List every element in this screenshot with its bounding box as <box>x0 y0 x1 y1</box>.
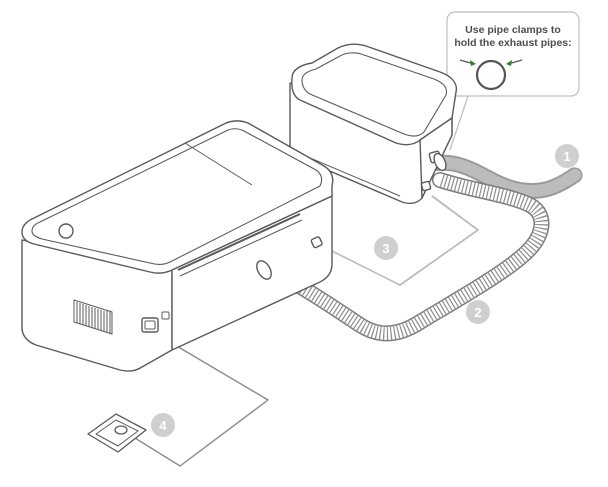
printer <box>21 120 334 372</box>
badge-1: 1 <box>555 144 579 168</box>
signal-cable-3 <box>317 195 480 286</box>
callout-line-2: hold the exhaust pipes: <box>454 37 571 49</box>
svg-text:4: 4 <box>159 418 167 433</box>
badge-4: 4 <box>151 413 175 437</box>
svg-text:3: 3 <box>382 241 389 256</box>
svg-text:1: 1 <box>563 149 570 164</box>
clamp-arrow-right-icon <box>506 59 523 66</box>
power-cable-4 <box>121 331 270 467</box>
badge-3: 3 <box>374 236 398 260</box>
foot-switch <box>87 413 147 453</box>
callout-line-1: Use pipe clamps to <box>465 24 561 36</box>
exhaust-hose-2 <box>260 172 550 342</box>
callout-leader-line <box>449 95 469 151</box>
clamp-ring-icon <box>475 59 507 91</box>
extraction-unit <box>289 43 458 205</box>
clamp-arrow-left-icon <box>459 59 476 66</box>
pipe-clamp-callout: Use pipe clamps to hold the exhaust pipe… <box>446 11 580 151</box>
svg-text:2: 2 <box>474 305 481 320</box>
badge-2: 2 <box>466 300 490 324</box>
